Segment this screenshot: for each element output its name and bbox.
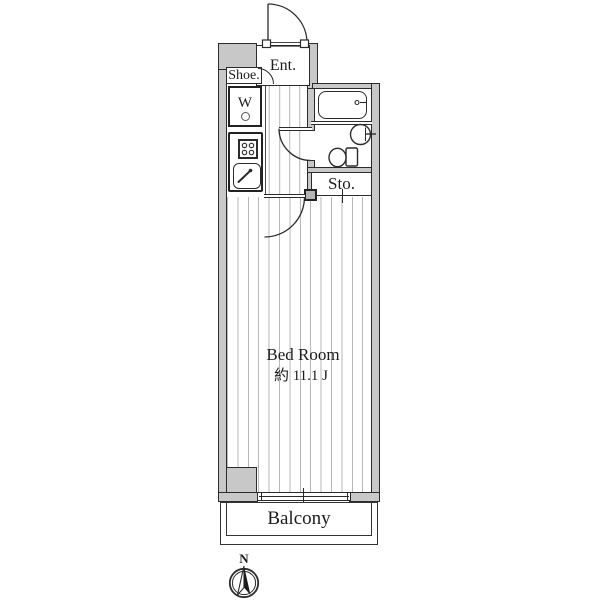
shoe-door-swing-icon xyxy=(257,68,274,85)
stove-icon xyxy=(238,139,258,159)
bedroom-floor xyxy=(227,197,371,492)
wall-bath-toilet-divider xyxy=(311,121,372,125)
kitchen-hallway-boundary xyxy=(265,86,266,196)
washer-drain-icon xyxy=(240,112,250,121)
bedroom-label: Bed Room xyxy=(266,345,340,364)
sink-icon xyxy=(233,163,261,189)
bathroom-door-swing-icon xyxy=(278,128,312,162)
stove-burner-1 xyxy=(241,142,248,149)
entrance-door-swing-icon xyxy=(267,3,308,44)
toilet-icon xyxy=(328,147,347,168)
bathroom-door-leaf xyxy=(279,127,312,131)
bedroom-size: 約 11.1 J xyxy=(233,366,369,384)
stove-burner-3 xyxy=(241,149,248,156)
washer-label: W xyxy=(237,95,253,111)
shoe-label: Shoe. xyxy=(228,67,260,83)
window-midline xyxy=(259,495,349,497)
compass-needle-east xyxy=(244,566,251,595)
storage-door-tick xyxy=(342,189,343,203)
balcony-inner: Balcony xyxy=(226,502,372,536)
washer-box: W xyxy=(228,86,262,127)
storage-label: Sto. xyxy=(328,174,355,193)
balcony-label: Balcony xyxy=(267,507,331,529)
window-end-right xyxy=(347,493,348,500)
entrance-room: Ent. xyxy=(256,45,310,86)
north-letter: N xyxy=(239,551,249,566)
entrance-hinge-right xyxy=(299,39,310,49)
bedroom-door-swing-icon xyxy=(264,196,306,238)
bedroom-door-pillar xyxy=(304,189,317,201)
stove-burner-2 xyxy=(248,142,255,149)
bathtub-icon xyxy=(318,91,367,119)
balcony xyxy=(220,502,378,545)
entrance-label: Ent. xyxy=(269,56,297,74)
compass-north-label: N xyxy=(234,551,254,566)
wall-bedroom-notch xyxy=(226,467,257,493)
entrance-hinge-left xyxy=(261,39,272,49)
bedroom-size-label: 約 11.1 J xyxy=(273,367,329,384)
storage-room: Sto. xyxy=(311,172,372,196)
entrance-threshold xyxy=(270,42,301,47)
bedroom-name: Bed Room xyxy=(233,345,373,364)
sink-faucet-icon xyxy=(237,170,251,183)
window-end-left xyxy=(261,493,262,500)
bath-faucet-icon xyxy=(354,99,360,106)
sink-faucet-handle xyxy=(248,168,253,173)
stove-burner-4 xyxy=(248,149,255,156)
hallway-floor xyxy=(266,86,307,197)
bedroom-door-leaf xyxy=(264,193,305,198)
window-center-tick xyxy=(303,488,304,504)
shoe-cabinet: Shoe. xyxy=(226,67,262,84)
toilet-tank-icon xyxy=(345,147,359,167)
